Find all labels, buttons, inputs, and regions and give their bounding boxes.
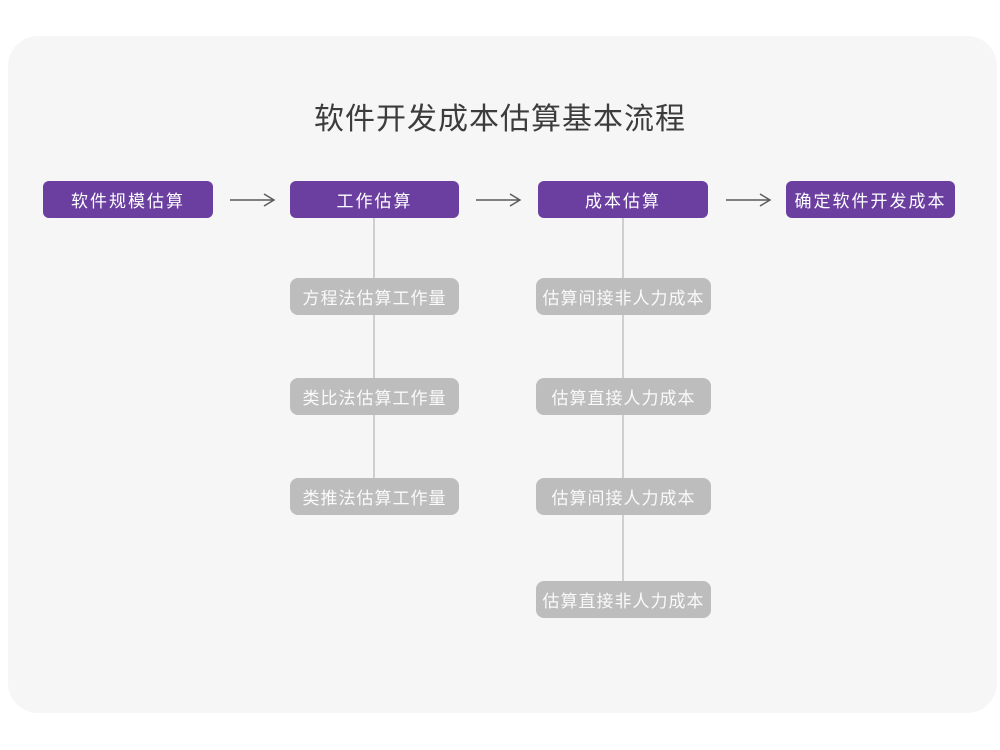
substep-label: 方程法估算工作量: [302, 289, 447, 308]
substep-label: 类推法估算工作量: [302, 489, 447, 508]
substep-direct-non-labor-cost: 估算直接非人力成本: [536, 581, 711, 618]
step-label: 软件规模估算: [71, 192, 185, 211]
substep-label: 估算间接非人力成本: [542, 289, 705, 308]
substep-extrapolation-method: 类推法估算工作量: [290, 478, 459, 515]
substep-label: 估算间接人力成本: [551, 489, 696, 508]
substep-direct-labor-cost: 估算直接人力成本: [536, 378, 711, 415]
arrow-right-icon: [476, 193, 522, 207]
substep-label: 估算直接非人力成本: [542, 592, 705, 611]
connector-line: [373, 218, 375, 488]
substep-analogy-method: 类比法估算工作量: [290, 378, 459, 415]
step-cost-estimation: 成本估算: [538, 181, 708, 218]
step-determine-software-dev-cost: 确定软件开发成本: [786, 181, 955, 218]
arrow-right-icon: [230, 193, 276, 207]
diagram-card: [8, 36, 997, 713]
substep-label: 类比法估算工作量: [302, 389, 447, 408]
substep-indirect-labor-cost: 估算间接人力成本: [536, 478, 711, 515]
step-software-scale-estimation: 软件规模估算: [43, 181, 213, 218]
diagram-title: 软件开发成本估算基本流程: [314, 103, 686, 136]
step-label: 确定软件开发成本: [794, 192, 947, 211]
step-label: 成本估算: [585, 192, 661, 211]
substep-label: 估算直接人力成本: [551, 389, 696, 408]
substep-indirect-non-labor-cost: 估算间接非人力成本: [536, 278, 711, 315]
step-label: 工作估算: [336, 192, 413, 211]
substep-equation-method: 方程法估算工作量: [290, 278, 459, 315]
step-work-estimation: 工作估算: [290, 181, 459, 218]
arrow-right-icon: [726, 193, 772, 207]
